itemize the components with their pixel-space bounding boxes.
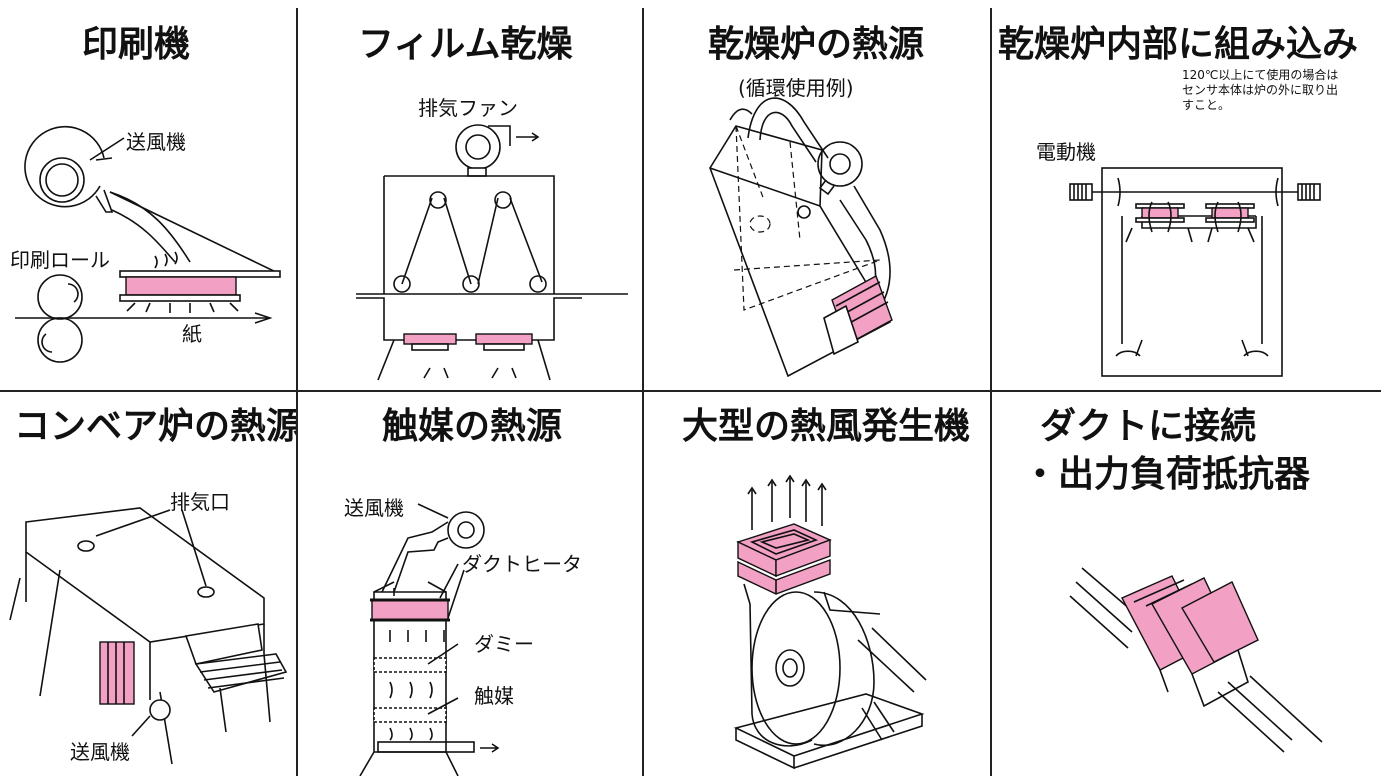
label-exhaust-port: 排気口 — [170, 490, 230, 514]
cell-printing-machine: 印刷機 送風機 印刷ロール 紙 — [0, 0, 296, 390]
cell-conveyor-furnace: コンベア炉の熱源 排気口 送風機 — [0, 392, 296, 776]
divider-v1 — [296, 8, 298, 776]
label-blower: 送風機 — [126, 130, 186, 154]
cell-duct-connection: ダクトに接続 ・出力負荷抵抗器 — [992, 392, 1381, 776]
note-line-3: すこと。 — [1182, 98, 1231, 112]
cell-title: 触媒の熱源 — [382, 406, 563, 447]
cell-title-line-1: ダクトに接続 — [1040, 406, 1257, 447]
divider-v3 — [990, 8, 992, 776]
cell-large-hot-air-generator: 大型の熱風発生機 — [644, 392, 990, 776]
film-drying-illustration — [356, 124, 628, 381]
cell-title: 乾燥炉内部に組み込み — [998, 24, 1359, 65]
drying-furnace-illustration — [709, 97, 893, 378]
cell-film-drying: フィルム乾燥 排気ファン — [298, 0, 642, 390]
cell-title: 乾燥炉の熱源 — [708, 24, 925, 65]
cell-drying-furnace: 乾燥炉の熱源 (循環使用例) — [644, 0, 990, 390]
label-dummy: ダミー — [474, 632, 534, 656]
cell-title: フィルム乾燥 — [358, 24, 573, 65]
label-blower: 送風機 — [70, 740, 130, 764]
divider-v2 — [642, 8, 644, 776]
label-printing-roll: 印刷ロール — [10, 248, 110, 272]
label-blower: 送風機 — [344, 496, 404, 520]
cell-subtitle: (循環使用例) — [738, 76, 854, 100]
cell-title-line-2: ・出力負荷抵抗器 — [1022, 454, 1311, 495]
label-catalyst: 触媒 — [474, 684, 514, 708]
label-paper: 紙 — [182, 322, 202, 346]
label-exhaust-fan: 排気ファン — [418, 96, 518, 120]
printing-machine-illustration — [15, 125, 281, 363]
cell-title: コンベア炉の熱源 — [14, 406, 296, 447]
label-duct-heater: ダクトヒータ — [462, 552, 582, 576]
cell-furnace-built-in: 乾燥炉内部に組み込み 120℃以上にて使用の場合は センサ本体は炉の外に取り出 … — [992, 0, 1381, 390]
furnace-built-in-illustration — [1069, 167, 1321, 377]
cell-title: 大型の熱風発生機 — [682, 406, 971, 447]
cell-catalyst-heat-source: 触媒の熱源 送風機 ダクトヒータ ダミー 触媒 — [298, 392, 642, 776]
conveyor-furnace-illustration — [9, 507, 288, 765]
catalyst-heat-source-illustration — [359, 503, 500, 776]
label-motor: 電動機 — [1036, 140, 1096, 164]
hot-air-generator-illustration — [733, 474, 927, 770]
note-line-2: センサ本体は炉の外に取り出 — [1182, 83, 1339, 97]
note-line-1: 120℃以上にて使用の場合は — [1182, 68, 1339, 82]
duct-connection-illustration — [1069, 567, 1323, 753]
divider-h — [0, 390, 1381, 392]
cell-title: 印刷機 — [82, 24, 191, 65]
